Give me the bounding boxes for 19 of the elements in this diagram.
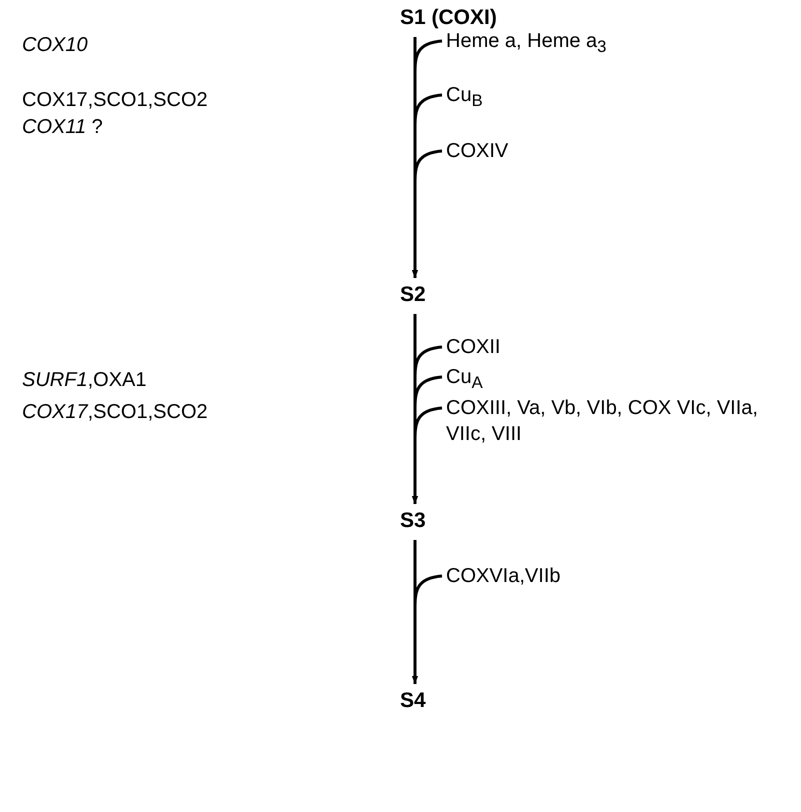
arrow: [412, 150, 442, 278]
subunit-label: Heme a, Heme a$_{3}$: [446, 28, 606, 60]
gene-label: COX17,SCO1,SCO2: [22, 400, 208, 425]
gene-label: COX11 ?: [22, 115, 103, 140]
stage-label: S4: [400, 688, 426, 714]
arrow: [412, 574, 442, 684]
stage-label: S3: [400, 508, 426, 534]
subunit-label: COXVIa,VIIb: [446, 563, 560, 589]
gene-label: COX10: [22, 33, 88, 58]
gene-label: SURF1,OXA1: [22, 368, 146, 393]
subunit-label: Cu$_{A}$: [446, 364, 483, 396]
subunit-label: Cu$_{B}$: [446, 82, 483, 114]
gene-label: COX17,SCO1,SCO2: [22, 88, 208, 113]
stage-label: S2: [400, 282, 426, 308]
arrow: [412, 406, 442, 504]
subunit-label: COXII: [446, 334, 500, 360]
subunit-label: COXIII, Va, Vb, VIb, COX VIc, VIIa, VIIc, VIII: [446, 395, 796, 447]
subunit-label: COXIV: [446, 138, 508, 164]
stage-label: S1 (COXI): [400, 5, 497, 31]
